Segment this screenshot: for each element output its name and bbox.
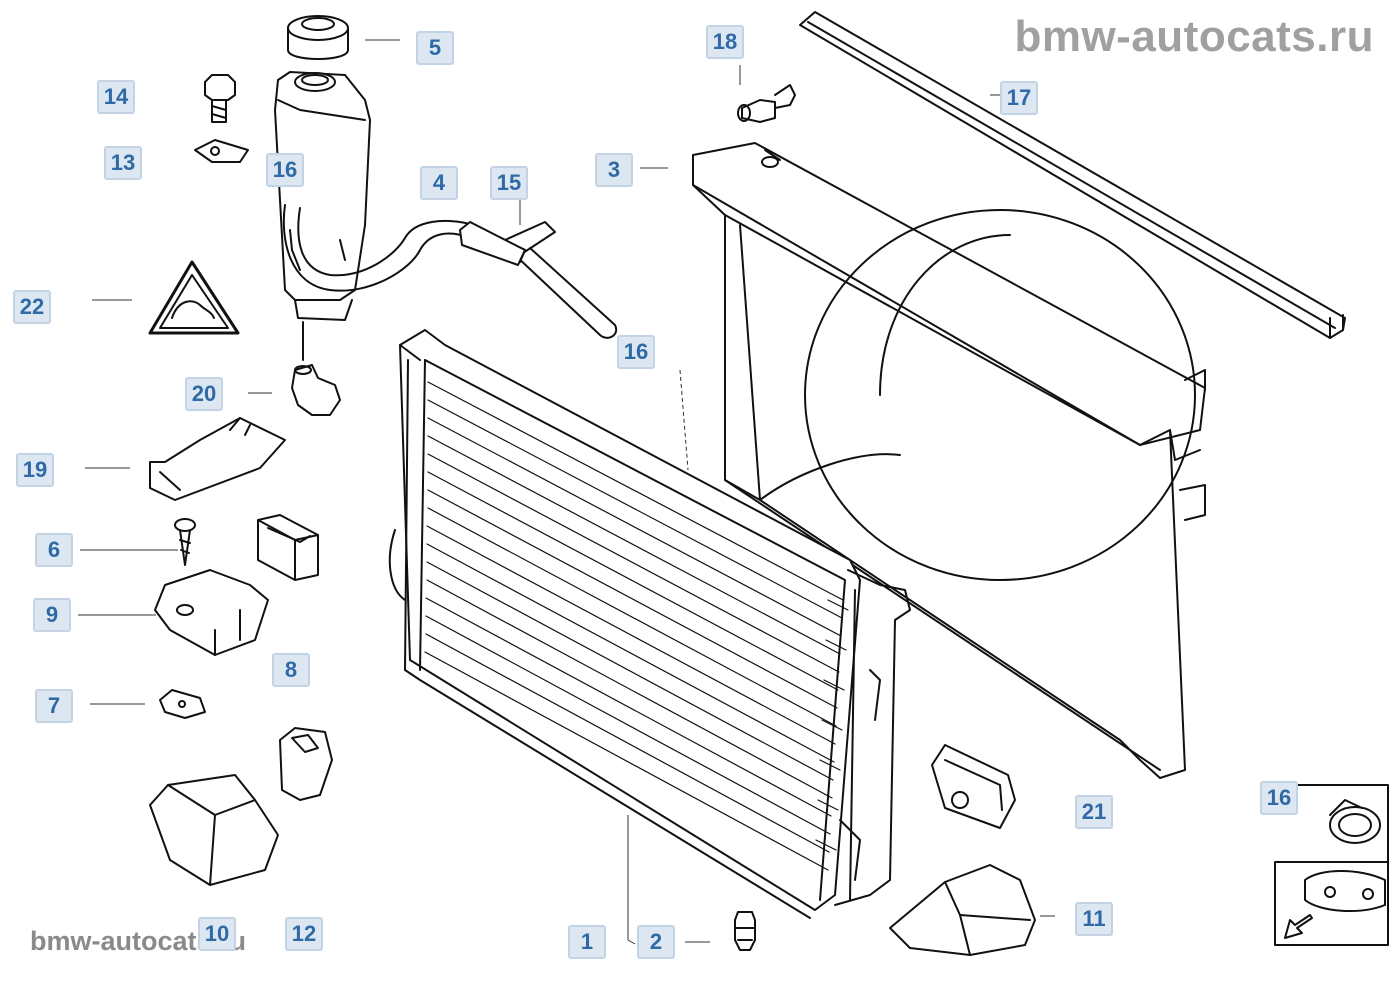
- callout-17[interactable]: 17: [1000, 81, 1038, 115]
- callout-16-inset[interactable]: 16: [1260, 781, 1298, 815]
- expansion-tank-cap: [287, 15, 349, 60]
- mount-bracket: [154, 569, 269, 656]
- callout-18[interactable]: 18: [706, 25, 744, 59]
- radiator: [388, 329, 911, 919]
- callout-12[interactable]: 12: [285, 917, 323, 951]
- callout-2[interactable]: 2: [637, 925, 675, 959]
- rubber-mount-lower: [279, 727, 333, 801]
- mounting-tab: [194, 139, 249, 163]
- callout-11[interactable]: 11: [1075, 902, 1113, 936]
- callout-22[interactable]: 22: [13, 290, 51, 324]
- hose-clamp-icon: [1329, 799, 1381, 844]
- callout-5[interactable]: 5: [416, 31, 454, 65]
- air-duct-right: [889, 864, 1036, 956]
- callout-20[interactable]: 20: [185, 377, 223, 411]
- callout-3[interactable]: 3: [595, 153, 633, 187]
- callout-7[interactable]: 7: [35, 689, 73, 723]
- leader-lines: [78, 39, 1055, 945]
- watermark-top: bmw-autocats.ru: [1014, 12, 1374, 61]
- callout-14[interactable]: 14: [97, 80, 135, 114]
- callout-6[interactable]: 6: [35, 533, 73, 567]
- expanding-rivet: [737, 84, 796, 123]
- air-duct-left: [149, 774, 279, 886]
- callout-4[interactable]: 4: [420, 166, 458, 200]
- callout-21[interactable]: 21: [1075, 795, 1113, 829]
- car-front-icon: [1284, 870, 1386, 939]
- screw: [174, 518, 196, 566]
- rubber-mount-upper: [257, 514, 319, 581]
- callout-9[interactable]: 9: [33, 598, 71, 632]
- hot-coolant-warning-icon: [148, 260, 240, 335]
- fan-shroud: [692, 142, 1206, 779]
- level-sensor: [291, 321, 341, 416]
- hex-bolt: [204, 74, 236, 123]
- coolant-hose: [282, 204, 618, 339]
- callout-15[interactable]: 15: [490, 166, 528, 200]
- clip-nut: [159, 689, 206, 719]
- callout-1[interactable]: 1: [568, 925, 606, 959]
- callout-19[interactable]: 19: [16, 453, 54, 487]
- callout-8[interactable]: 8: [272, 653, 310, 687]
- callout-16-hose[interactable]: 16: [617, 335, 655, 369]
- callout-10[interactable]: 10: [198, 917, 236, 951]
- inset-frame: [1274, 784, 1389, 946]
- air-duct-upper: [931, 744, 1016, 829]
- callout-13[interactable]: 13: [104, 146, 142, 180]
- expansion-tank: [274, 71, 371, 321]
- callout-16-tank[interactable]: 16: [266, 153, 304, 187]
- support-bracket: [149, 417, 286, 501]
- shroud-seal-strip: [799, 11, 1346, 339]
- drain-plug: [734, 911, 756, 951]
